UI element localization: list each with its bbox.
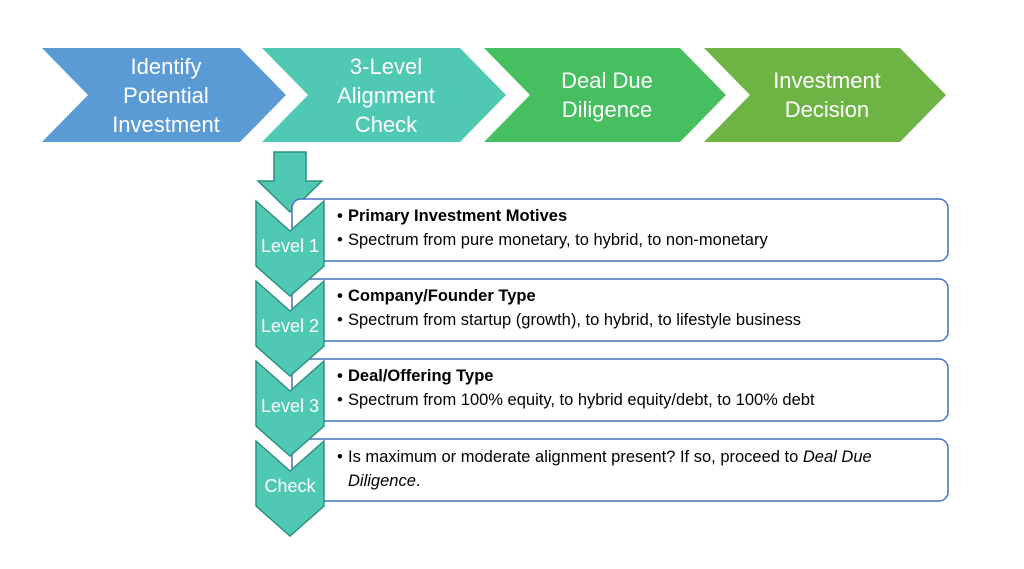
level-2-text: Company/Founder Type Spectrum from start…: [337, 284, 937, 332]
step-chevron-decision: [704, 48, 946, 142]
level-2-label: Level 2: [260, 316, 320, 336]
level-3-heading: Deal/Offering Type: [337, 364, 937, 388]
check-chevron: [255, 439, 325, 538]
check-label: Check: [264, 476, 316, 496]
level-3-label: Level 3: [260, 396, 320, 416]
level-3-detail: Spectrum from 100% equity, to hybrid equ…: [337, 388, 937, 412]
level-3-text: Deal/Offering Type Spectrum from 100% eq…: [337, 364, 937, 412]
step-chevron-alignment: [262, 48, 506, 142]
level-2-heading: Company/Founder Type: [337, 284, 937, 308]
level-2-chevron: [255, 279, 325, 378]
level-1-chevron: [255, 199, 325, 298]
step-chevron-diligence: [484, 48, 726, 142]
level-1-label: Level 1: [260, 236, 320, 256]
level-2-detail: Spectrum from startup (growth), to hybri…: [337, 308, 937, 332]
check-text: Is maximum or moderate alignment present…: [337, 445, 937, 493]
level-1-text: Primary Investment Motives Spectrum from…: [337, 204, 937, 252]
level-1-detail: Spectrum from pure monetary, to hybrid, …: [337, 228, 937, 252]
step-chevron-identify: [42, 48, 286, 142]
level-3-chevron: [255, 359, 325, 458]
down-arrow-icon: [256, 151, 324, 214]
check-question: Is maximum or moderate alignment present…: [337, 445, 937, 493]
level-1-heading: Primary Investment Motives: [337, 204, 937, 228]
